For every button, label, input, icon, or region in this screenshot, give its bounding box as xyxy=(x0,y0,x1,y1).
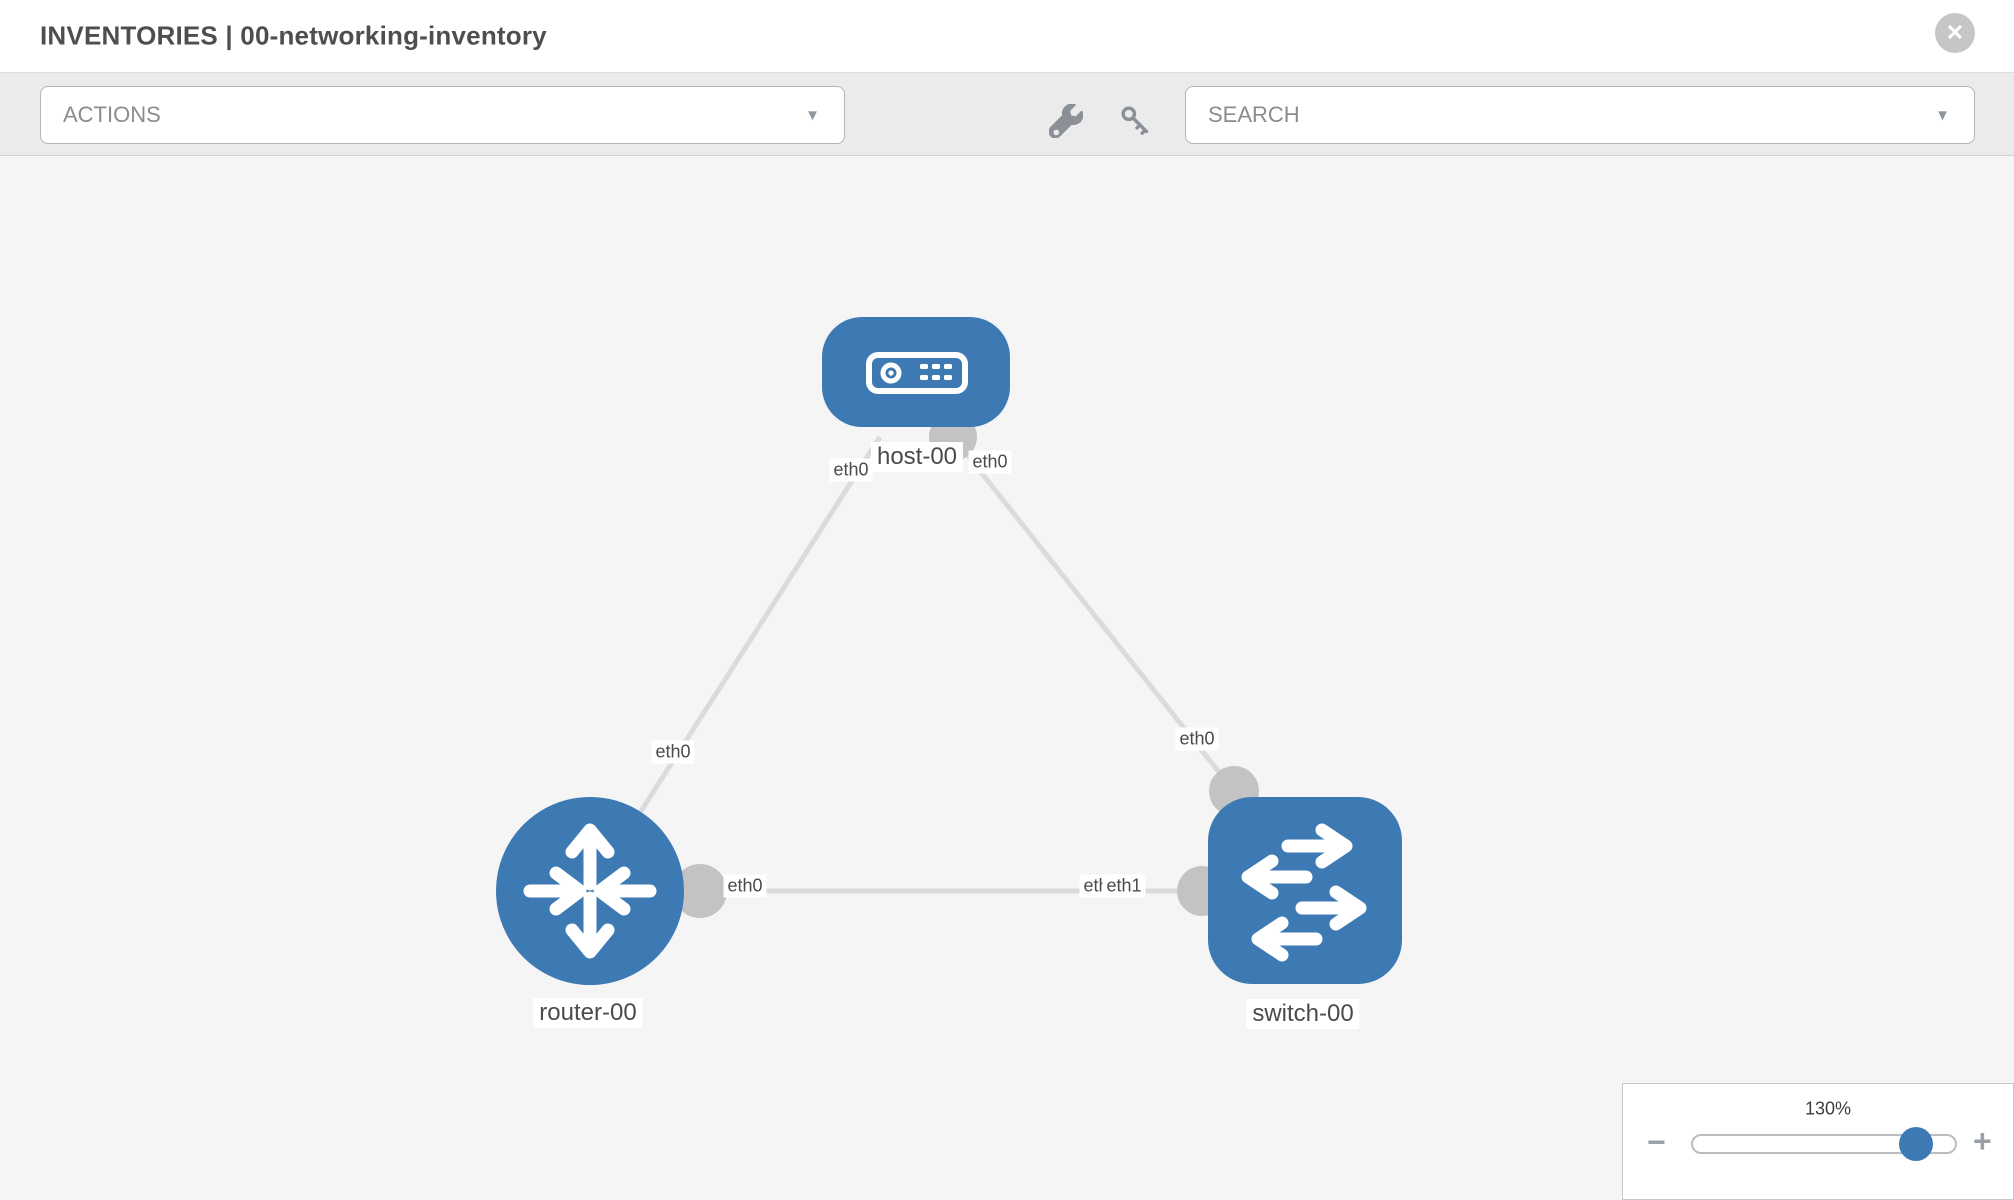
key-icon xyxy=(1121,106,1149,135)
interface-label-eth0: eth0 xyxy=(829,458,873,482)
topology-canvas[interactable]: eth0 eth0 eth0 eth0 eth0 eth0 eth1 host-… xyxy=(0,156,2014,1200)
node-label-router-00: router-00 xyxy=(533,998,643,1028)
actions-dropdown[interactable]: ACTIONS ▼ xyxy=(40,86,845,144)
interface-label-eth0: eth0 xyxy=(1175,727,1219,751)
node-switch-00[interactable] xyxy=(1208,797,1402,984)
actions-dropdown-label: ACTIONS xyxy=(63,102,161,127)
search-dropdown[interactable]: SEARCH ▼ xyxy=(1185,86,1975,144)
interface-label-eth0: eth0 xyxy=(723,874,767,898)
zoom-slider-track[interactable] xyxy=(1691,1127,1957,1161)
switch-icon xyxy=(1241,823,1367,962)
node-label-host-00: host-00 xyxy=(870,442,964,472)
zoom-out-button[interactable]: − xyxy=(1647,1124,1666,1160)
header: INVENTORIES | 00-networking-inventory ✕ xyxy=(0,0,2014,72)
wrench-button[interactable] xyxy=(1044,99,1088,143)
zoom-in-button[interactable]: + xyxy=(1973,1123,1992,1159)
page-title: INVENTORIES | 00-networking-inventory xyxy=(40,20,547,51)
host-icon xyxy=(866,352,968,394)
interface-label-eth1: eth1 xyxy=(1102,874,1146,898)
port-router-eth0 xyxy=(673,864,727,918)
chevron-down-icon: ▼ xyxy=(805,106,820,124)
search-dropdown-label: SEARCH xyxy=(1208,102,1300,127)
key-button[interactable] xyxy=(1114,99,1158,143)
close-icon: ✕ xyxy=(1945,20,1965,45)
chevron-down-icon: ▼ xyxy=(1935,106,1950,124)
zoom-panel: 130% − + xyxy=(1622,1083,2014,1200)
router-icon xyxy=(523,823,657,959)
interface-label-eth0: eth0 xyxy=(968,450,1012,474)
node-router-00[interactable] xyxy=(496,797,684,985)
node-host-00[interactable] xyxy=(822,317,1010,427)
toolbar: ACTIONS ▼ SEARCH ▼ xyxy=(0,72,2014,156)
zoom-slider-knob[interactable] xyxy=(1899,1127,1933,1161)
zoom-level: 130% xyxy=(1804,1098,1852,1119)
interface-label-eth0: eth0 xyxy=(651,740,695,764)
close-button[interactable]: ✕ xyxy=(1935,13,1975,53)
wrench-icon xyxy=(1049,104,1083,138)
node-label-switch-00: switch-00 xyxy=(1246,999,1360,1029)
